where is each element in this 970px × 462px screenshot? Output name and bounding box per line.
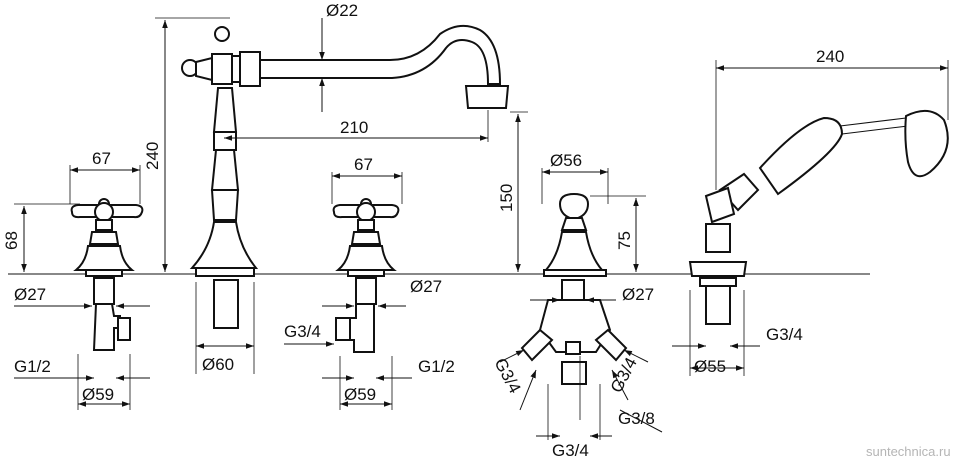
dim-spout-pipe-diameter: Ø22 <box>326 1 358 20</box>
dim-diverter-bottom-port: G3/4 <box>552 441 589 460</box>
dim-left-stem-diameter: Ø27 <box>14 285 46 304</box>
dim-spout-mount-height: 150 <box>497 184 516 212</box>
dim-shower-base-diameter: Ø55 <box>694 357 726 376</box>
left-valve <box>70 198 144 351</box>
right-valve <box>332 198 400 353</box>
dim-left-connection: G1/2 <box>14 357 51 376</box>
dim-diverter-small-port: G3/8 <box>618 409 655 428</box>
dim-right-handle-width: 67 <box>354 155 373 174</box>
hand-shower <box>688 109 949 325</box>
dim-diverter-stem-diameter: Ø27 <box>622 285 654 304</box>
dim-spout-base-diameter: Ø60 <box>202 355 234 374</box>
dim-spout-height: 240 <box>143 142 162 170</box>
dim-spout-reach: 210 <box>340 118 368 137</box>
dim-diverter-diameter: Ø56 <box>550 151 582 170</box>
dim-left-handle-height: 68 <box>2 231 21 250</box>
dim-diverter-left-port: G3/4 <box>490 355 524 396</box>
dim-shower-length: 240 <box>816 47 844 66</box>
dim-shower-connection: G3/4 <box>766 325 803 344</box>
dim-diverter-height: 75 <box>615 231 634 250</box>
dimension-lines <box>14 17 949 440</box>
dim-left-base-diameter: Ø59 <box>82 385 114 404</box>
spout <box>181 24 510 329</box>
dim-left-handle-width: 67 <box>92 149 111 168</box>
dim-right-base-diameter: Ø59 <box>344 385 376 404</box>
dim-right-side-connection: G3/4 <box>284 322 321 341</box>
dimension-labels: 240 Ø22 210 Ø60 67 68 Ø27 G1/2 Ø59 67 Ø2… <box>2 1 951 460</box>
dim-right-connection: G1/2 <box>418 357 455 376</box>
diverter <box>520 192 628 385</box>
dim-diverter-right-port: G3/4 <box>607 354 641 395</box>
dim-right-stem-diameter: Ø27 <box>410 277 442 296</box>
watermark: suntechnica.ru <box>866 444 951 459</box>
